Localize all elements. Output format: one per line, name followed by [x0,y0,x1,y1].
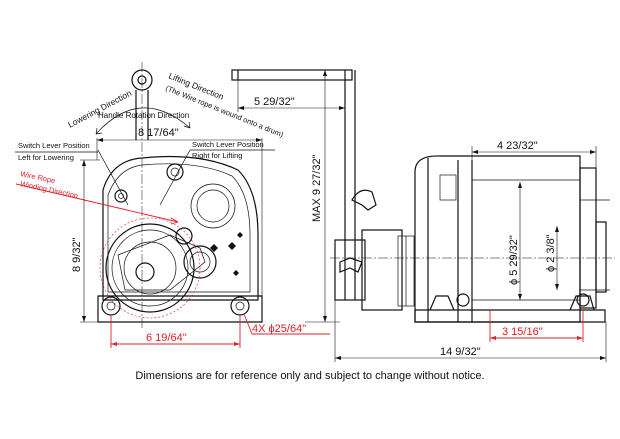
switch-lever-right-title: Switch Lever Position [192,140,264,149]
switch-lever-right-label: Right for Lifting [192,151,242,160]
crank-handle [231,69,356,300]
dim-height-front: 8 9/32" [71,237,83,272]
dim-base-holes-spacing: 6 19/64" [146,332,187,344]
dim-handle-length: 5 29/32" [254,96,295,108]
dim-drum-width: 4 23/32" [497,140,538,152]
dim-flange-dia: ϕ 2 3/8" [545,234,557,272]
switch-lever-left-title: Switch Lever Position [18,141,90,150]
drum-housing [414,155,610,323]
switch-lever-left-label: Left for Lowering [18,153,74,162]
dim-base-side: 3 15/16" [502,326,543,338]
handle-rotation-arc [95,107,191,135]
lowering-direction-label: Lowering Direction [66,88,133,130]
dim-overall-length: 14 9/32" [440,346,481,358]
dim-width-front: 8 17/64" [138,127,179,139]
footer-note: Dimensions are for reference only and su… [135,370,485,382]
front-view [15,62,330,348]
gear-housing [102,155,259,313]
brake-assembly [334,189,415,311]
wire-rope-direction [15,183,201,319]
base-plate [97,295,263,323]
handle-rotation-label: Handle Rotation Direction [98,111,189,120]
dim-base-holes: 4X ϕ25/64" [252,323,306,335]
dim-max-height: MAX 9 27/32" [311,154,323,222]
side-view [231,69,615,362]
dim-drum-dia: ϕ 5 29/32" [508,235,520,285]
